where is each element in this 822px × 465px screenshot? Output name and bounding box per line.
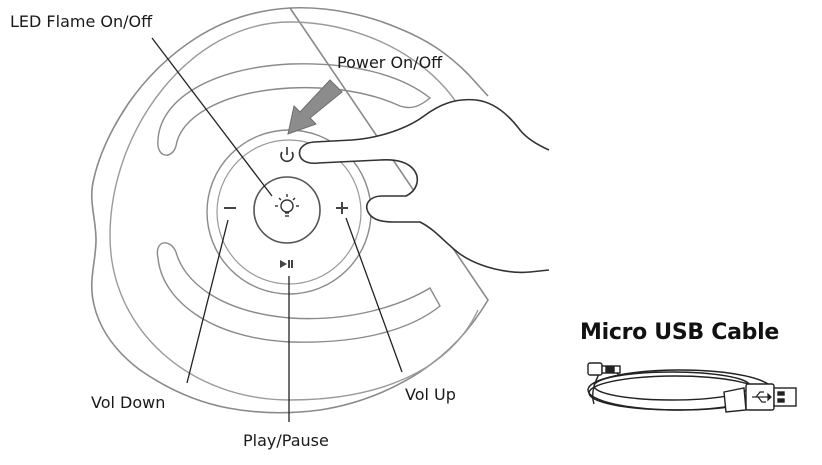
- play-pause-icon[interactable]: [280, 260, 293, 268]
- vol-down-label: Vol Down: [91, 393, 166, 412]
- arrow-icon: [287, 79, 343, 135]
- bottom-slot: [156, 242, 441, 343]
- top-slot: [157, 63, 432, 156]
- leader-vol-up: [345, 217, 403, 373]
- leader-lines: [151, 37, 403, 422]
- power-label: Power On/Off: [337, 53, 443, 72]
- usb-symbol-icon: [752, 391, 772, 403]
- speaker-outer-body: [91, 6, 489, 414]
- usb-a-connector: [723, 383, 797, 413]
- led-flame-icon: [275, 194, 299, 217]
- micro-usb-connector: [587, 362, 621, 376]
- leader-led-flame: [151, 37, 273, 197]
- hand-icon: [298, 98, 550, 274]
- plus-icon[interactable]: [336, 202, 348, 214]
- power-icon[interactable]: [280, 147, 294, 163]
- leader-vol-down: [186, 219, 229, 384]
- micro-usb-cable-title: Micro USB Cable: [580, 320, 779, 345]
- led-flame-label: LED Flame On/Off: [10, 12, 153, 31]
- led-flame-button[interactable]: [253, 176, 321, 244]
- play-pause-label: Play/Pause: [243, 431, 329, 450]
- vol-up-label: Vol Up: [405, 385, 456, 404]
